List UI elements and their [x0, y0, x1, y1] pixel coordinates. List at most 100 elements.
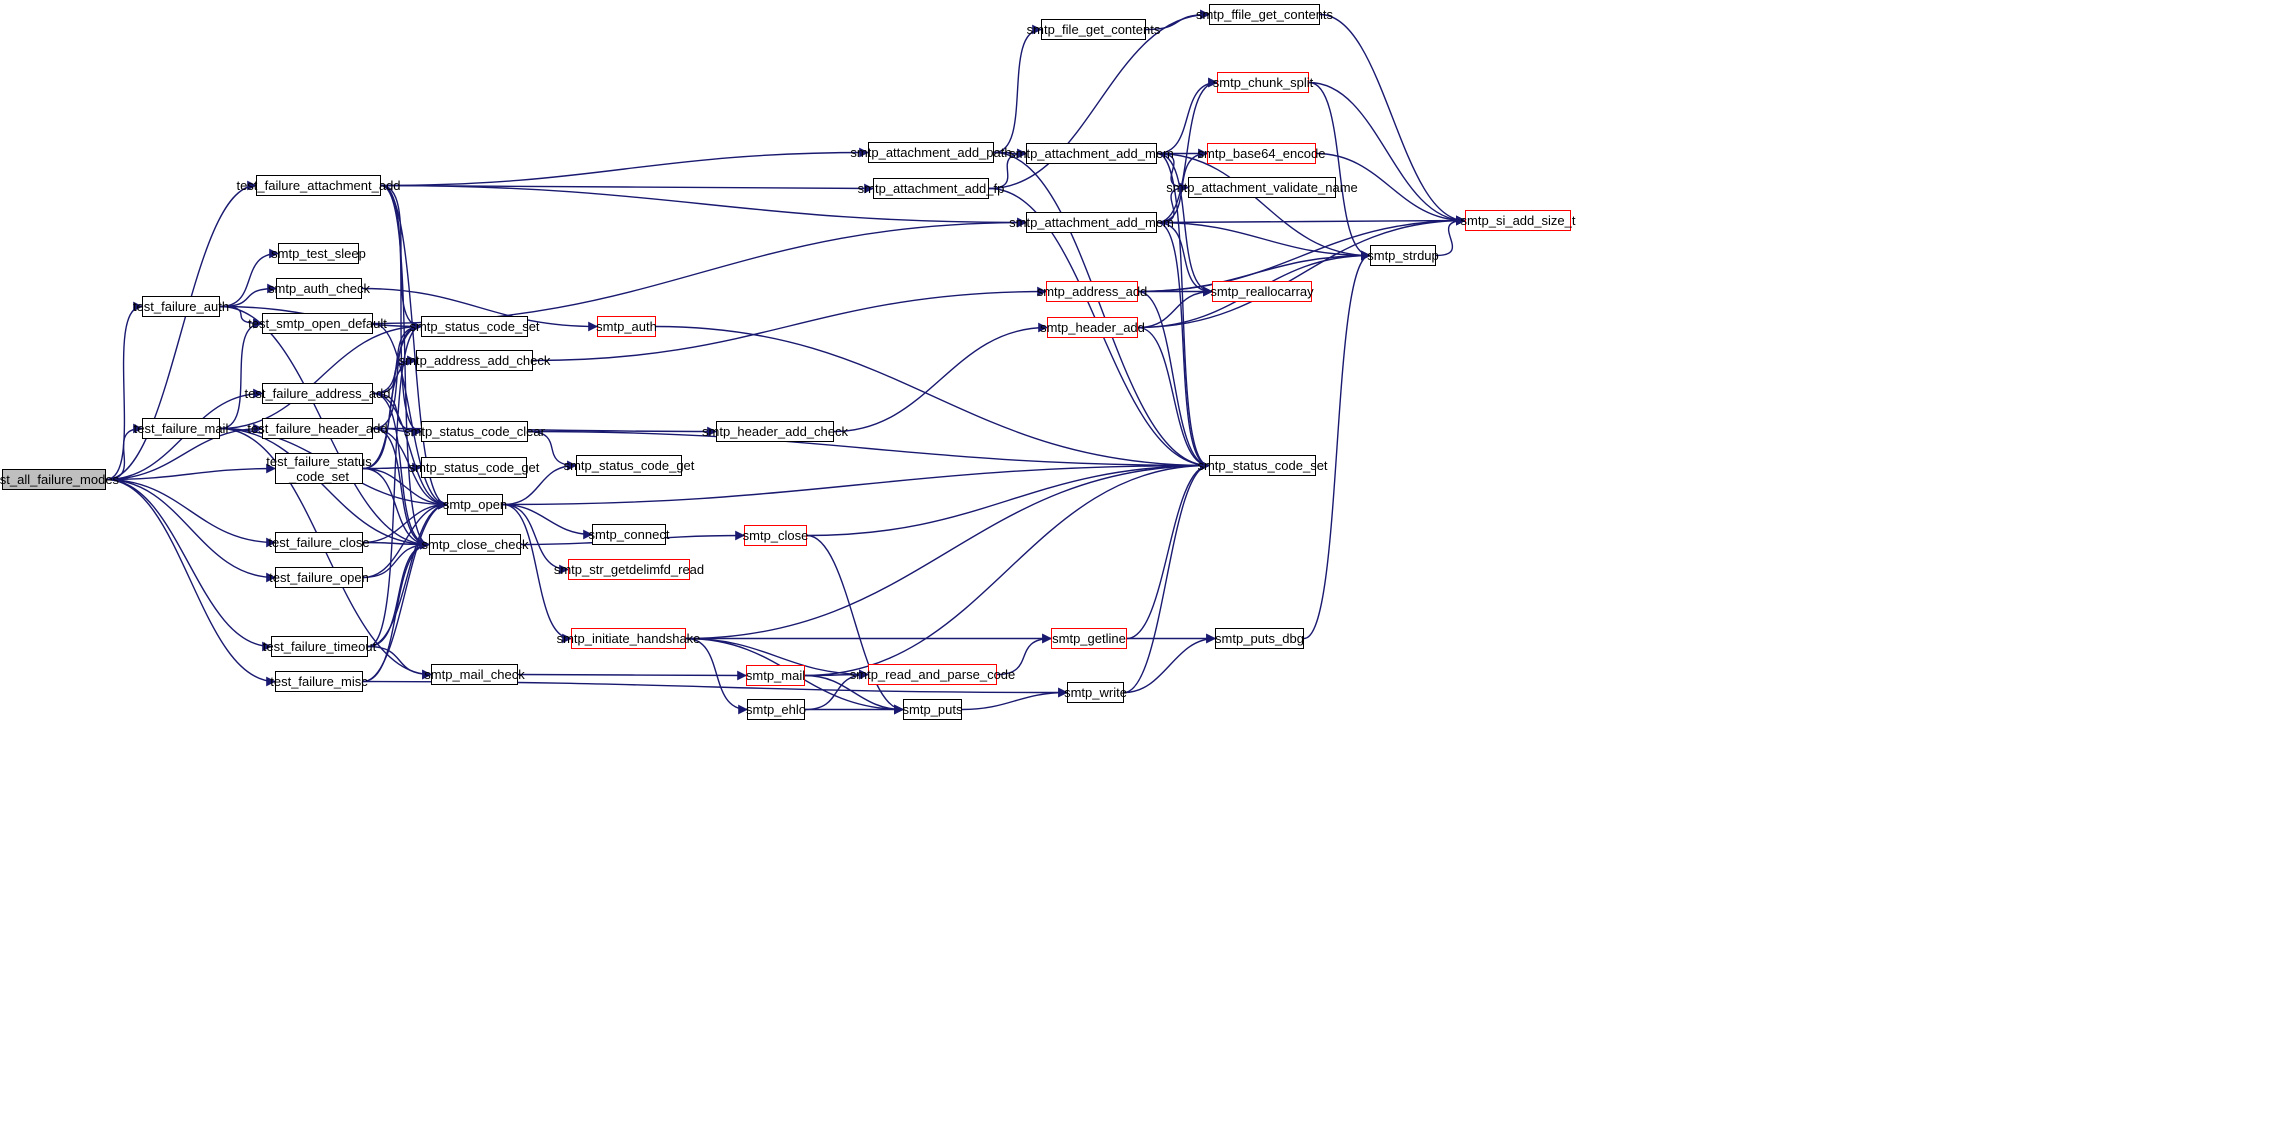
node-smtp-status-code-get[interactable]: smtp_status_code_get [564, 455, 694, 476]
call-edge [502, 460, 577, 506]
call-edge [988, 9, 1210, 190]
call-edge [367, 321, 422, 648]
node-smtp-write[interactable]: smtp_write [1064, 682, 1127, 703]
node-smtp-puts[interactable]: smtp_puts [903, 699, 963, 720]
node-smtp-header-add[interactable]: smtp_header_add [1040, 317, 1145, 338]
call-edge [527, 430, 1210, 471]
node-smtp-open[interactable]: smtp_open [443, 494, 507, 515]
call-edge [380, 147, 869, 187]
node-smtp-getline[interactable]: smtp_getline [1051, 628, 1127, 649]
node-smtp-auth-check[interactable]: smtp_auth_check [268, 278, 370, 299]
node-test-failure-status-code-set[interactable]: test_failure_status _code_set [266, 453, 372, 484]
node-test-failure-close[interactable]: test_failure_close [268, 532, 370, 553]
call-edge [1156, 152, 1371, 261]
call-edge [833, 322, 1048, 433]
call-edge [993, 24, 1042, 154]
node-test-all-failure-modes: test_all_failure_modes [0, 469, 119, 490]
node-smtp-status-code-set[interactable]: smtp_status_code_set [1197, 455, 1328, 476]
call-edge [1145, 9, 1210, 31]
node-smtp-attachment-add-mem[interactable]: smtp_attachment_add_mem [1009, 212, 1174, 233]
node-test-failure-attachment-add[interactable]: test_failure_attachment_add [236, 175, 401, 196]
node-test-failure-timeout[interactable]: test_failure_timeout [263, 636, 376, 657]
node-smtp-status-code-clear[interactable]: smtp_status_code_clear [404, 421, 545, 442]
call-edge [1308, 81, 1466, 226]
call-edge [1435, 215, 1466, 257]
node-smtp-mail-check[interactable]: smtp_mail_check [424, 664, 525, 685]
call-edge [1123, 633, 1216, 694]
node-smtp-file-get-contents[interactable]: smtp_file_get_contents [1027, 19, 1160, 40]
node-smtp-read-and-parse-code[interactable]: smtp_read_and_parse_code [850, 664, 1015, 685]
call-edge [362, 499, 448, 683]
call-edge [685, 637, 748, 715]
call-edge [219, 321, 422, 430]
node-smtp-address-add[interactable]: smtp_address_add [1037, 281, 1147, 302]
node-smtp-str-getdelimfd-read[interactable]: smtp_str_getdelimfd_read [554, 559, 704, 580]
call-edge [219, 248, 279, 308]
node-smtp-attachment-validate-name[interactable]: smtp_attachment_validate_name [1166, 177, 1358, 198]
node-smtp-chunk-split[interactable]: smtp_chunk_split [1213, 72, 1313, 93]
node-smtp-close[interactable]: smtp_close [743, 525, 808, 546]
node-test-failure-address-add[interactable]: test_failure_address_add [245, 383, 391, 404]
node-smtp-status-code-get[interactable]: smtp_status_code_get [409, 457, 539, 478]
node-test-failure-header-add[interactable]: test_failure_header_add [247, 418, 388, 439]
call-edge [380, 184, 448, 510]
call-edge [219, 427, 430, 550]
call-edge [988, 148, 1027, 190]
call-edge [372, 322, 448, 510]
call-edge [1315, 152, 1466, 226]
node-smtp-test-sleep[interactable]: smtp_test_sleep [271, 243, 366, 264]
node-smtp-connect[interactable]: smtp_connect [589, 524, 669, 545]
node-smtp-base64-encode[interactable]: smtp_base64_encode [1198, 143, 1325, 164]
call-edge [105, 301, 143, 481]
node-smtp-status-code-set[interactable]: smtp_status_code_set [409, 316, 540, 337]
call-edge [1137, 290, 1210, 471]
node-smtp-strdup[interactable]: smtp_strdup [1367, 245, 1439, 266]
call-edge [219, 283, 277, 308]
call-edge [1156, 221, 1210, 471]
call-edge [1156, 77, 1218, 155]
call-edge [105, 423, 143, 481]
call-edge [527, 430, 577, 471]
call-edge [361, 287, 598, 332]
call-edge [362, 539, 430, 579]
call-edge [372, 321, 422, 395]
call-edge [105, 478, 276, 583]
call-edge [105, 180, 257, 481]
node-test-failure-misc[interactable]: test_failure_misc [270, 671, 368, 692]
call-edge [362, 499, 448, 579]
call-edge [961, 687, 1068, 711]
call-edge [367, 499, 448, 648]
call-edge [362, 355, 417, 470]
call-edge [362, 462, 422, 473]
node-smtp-ffile-get-contents[interactable]: smtp_ffile_get_contents [1196, 4, 1333, 25]
node-smtp-puts-dbg[interactable]: smtp_puts_dbg [1215, 628, 1304, 649]
call-edge [367, 645, 432, 680]
call-edge [1156, 215, 1466, 226]
node-smtp-attachment-add-fp[interactable]: smtp_attachment_add_fp [858, 178, 1004, 199]
call-edge [1156, 152, 1189, 193]
node-smtp-mail[interactable]: smtp_mail [746, 665, 805, 686]
node-smtp-attachment-add-path[interactable]: smtp_attachment_add_path [850, 142, 1012, 163]
call-edge [380, 184, 1027, 228]
node-test-failure-mail[interactable]: test_failure_mail [134, 418, 228, 439]
node-test-failure-open[interactable]: test_failure_open [269, 567, 369, 588]
node-smtp-si-add-size-t[interactable]: smtp_si_add_size_t [1461, 210, 1575, 231]
node-smtp-initiate-handshake[interactable]: smtp_initiate_handshake [557, 628, 700, 649]
call-edge [372, 217, 1027, 325]
node-smtp-close-check[interactable]: smtp_close_check [422, 534, 528, 555]
call-edge [502, 460, 1210, 506]
node-test-failure-auth[interactable]: test_failure_auth [133, 296, 229, 317]
call-edge [502, 503, 569, 575]
node-smtp-ehlo[interactable]: smtp_ehlo [746, 699, 806, 720]
call-edge [996, 633, 1052, 676]
node-smtp-reallocarray[interactable]: smtp_reallocarray [1210, 281, 1314, 302]
call-edge [1137, 286, 1213, 329]
call-edge [219, 318, 263, 430]
node-test-smtp-open-default[interactable]: test_smtp_open_default [248, 313, 387, 334]
call-edge [105, 478, 276, 548]
call-edge [380, 183, 874, 194]
node-smtp-header-add-check[interactable]: smtp_header_add_check [702, 421, 848, 442]
node-smtp-auth[interactable]: smtp_auth [596, 316, 657, 337]
node-smtp-address-add-check[interactable]: smtp_address_add_check [399, 350, 550, 371]
node-smtp-attachment-add-mem[interactable]: smtp_attachment_add_mem [1009, 143, 1174, 164]
